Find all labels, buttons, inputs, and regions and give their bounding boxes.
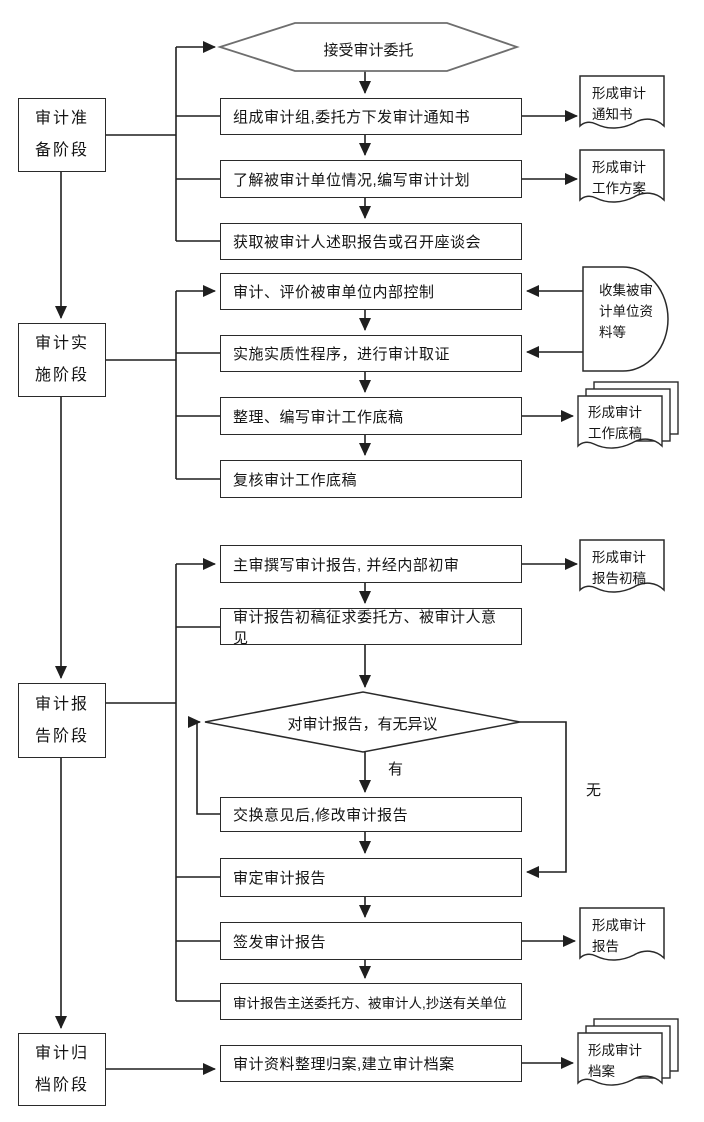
step-deliver-report: 审计报告主送委托方、被审计人,抄送有关单位 [220,983,522,1020]
doc-audit-report-shape [579,907,665,961]
step-solicit-opinions: 审计报告初稿征求委托方、被审计人意见 [220,608,522,647]
step-review-working-papers: 复核审计工作底稿 [220,460,522,498]
decision-label: 对审计报告，有无异议 [287,716,438,733]
step-obtain-duty-report: 获取被审计人述职报告或召开座谈会 [220,223,522,260]
doc-draft-audit-report-label: 形成审计 报告初稿 [592,550,646,586]
doc-working-papers-label: 形成审计 工作底稿 [588,405,642,441]
data-store-label: 收集被审 计单位资 料等 [599,283,653,340]
doc-working-papers-shape [577,395,663,449]
decision-yes-label: 有 [388,761,404,778]
revise-loop-line [188,716,220,815]
step-issue-report: 签发审计报告 [220,922,522,960]
stage-preparation: 审计准 备阶段 [18,98,106,172]
stage-archiving: 审计归 档阶段 [18,1033,106,1106]
doc-audit-archives-shape [577,1032,663,1086]
no-branch-line [520,721,567,878]
step-revise-report: 交换意见后,修改审计报告 [220,797,522,832]
decision-no-label: 无 [586,782,602,799]
doc-audit-archives-label: 形成审计 档案 [588,1043,642,1079]
stage-implementation: 审计实 施阶段 [18,323,106,397]
step-understand-auditee: 了解被审计单位情况,编写审计计划 [220,160,522,198]
step-compile-working-papers: 整理、编写审计工作底稿 [220,397,522,435]
decision-diamond-shape [204,691,521,753]
data-store-shape [582,266,669,372]
doc-audit-work-plan-label: 形成审计 工作方案 [592,160,646,196]
start-terminator-shape [217,22,520,72]
step-finalize-report: 审定审计报告 [220,858,522,897]
doc-audit-work-plan-shape [579,149,665,203]
step-substantive-procedures: 实施实质性程序，进行审计取证 [220,335,522,372]
step-evaluate-internal-control: 审计、评价被审单位内部控制 [220,273,522,310]
step-form-audit-team: 组成审计组,委托方下发审计通知书 [220,98,522,135]
stage-reporting: 审计报 告阶段 [18,683,106,758]
doc-draft-audit-report-shape [579,539,665,593]
step-archive-materials: 审计资料整理归案,建立审计档案 [220,1045,522,1082]
start-terminator-label: 接受审计委托 [323,42,414,59]
doc-audit-notice-shape [579,75,665,129]
doc-audit-notice-label: 形成审计 通知书 [592,86,646,122]
step-draft-audit-report: 主审撰写审计报告, 并经内部初审 [220,545,522,583]
doc-audit-report-label: 形成审计 报告 [592,918,646,954]
